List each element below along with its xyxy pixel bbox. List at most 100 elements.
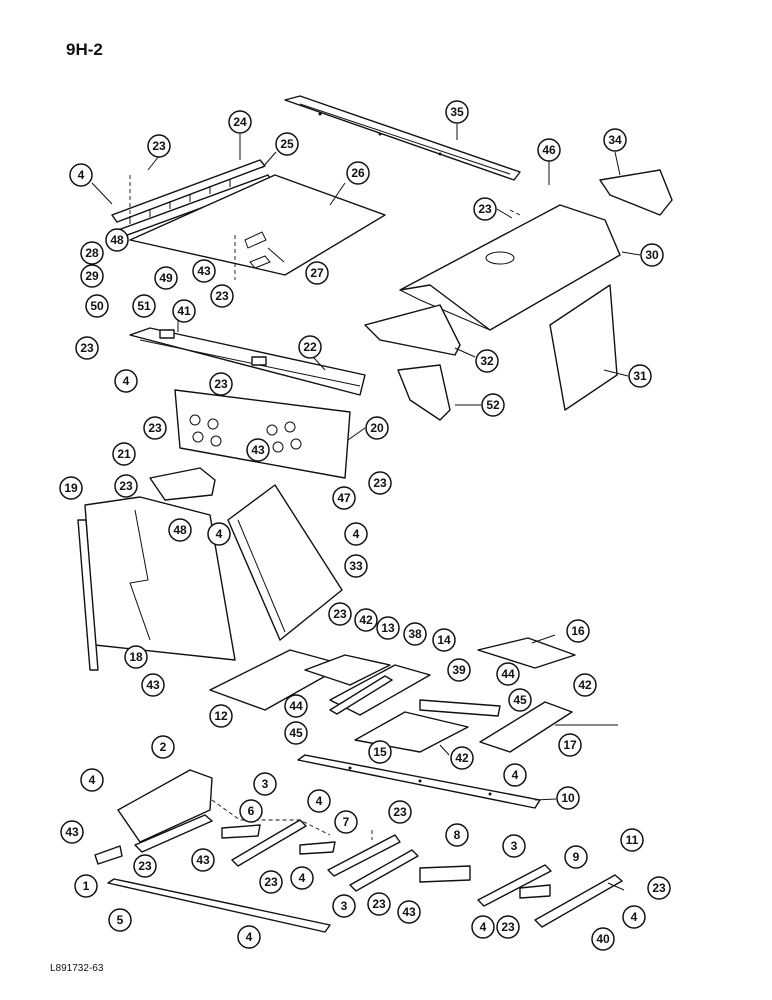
part-26-panel [129,174,386,276]
svg-text:23: 23 [214,377,228,391]
callout-43: 43 [192,259,216,283]
callout-10: 10 [556,786,580,810]
callout-39: 39 [447,658,471,682]
page-code: 9H-2 [66,40,103,59]
svg-text:12: 12 [214,709,228,723]
svg-text:47: 47 [337,491,351,505]
callout-4h: 4 [290,866,314,890]
part-11 [534,874,623,928]
svg-text:42: 42 [578,678,592,692]
part-3-left [134,814,213,853]
callout-18: 18 [124,645,148,669]
callout-29: 29 [80,264,104,288]
svg-text:45: 45 [513,693,527,707]
svg-text:44: 44 [501,667,515,681]
svg-text:3: 3 [262,777,269,791]
callout-23k: 23 [133,854,157,878]
callout-32: 32 [475,349,499,373]
callout-45b: 45 [284,721,308,745]
svg-text:23: 23 [652,881,666,895]
part-1-foot [94,845,123,865]
callout-13: 13 [376,616,400,640]
callout-48b: 48 [168,518,192,542]
svg-text:30: 30 [645,248,659,262]
callout-47: 47 [332,486,356,510]
part-2-bracket [117,769,213,843]
callout-23b: 23 [473,197,497,221]
callout-43c: 43 [141,673,165,697]
svg-text:1: 1 [83,879,90,893]
svg-text:35: 35 [450,105,464,119]
callout-42c: 42 [450,746,474,770]
callout-23h: 23 [368,471,392,495]
part-3-right [477,864,552,907]
svg-text:23: 23 [373,476,387,490]
callout-24: 24 [228,110,252,134]
svg-text:49: 49 [159,271,173,285]
svg-text:46: 46 [542,143,556,157]
callout-3c: 3 [502,834,526,858]
svg-text:23: 23 [501,920,515,934]
callout-31: 31 [628,364,652,388]
part-52 [397,364,451,421]
svg-text:3: 3 [341,899,348,913]
svg-text:18: 18 [129,650,143,664]
svg-text:4: 4 [246,930,253,944]
callout-4g: 4 [307,789,331,813]
svg-text:11: 11 [626,833,639,847]
callout-9: 9 [564,845,588,869]
svg-text:50: 50 [90,299,104,313]
callout-19: 19 [59,476,83,500]
part-6 [221,824,261,839]
part-5-long-rail [107,878,331,933]
svg-text:43: 43 [65,825,79,839]
svg-text:34: 34 [608,133,622,147]
svg-text:48: 48 [173,523,187,537]
callout-12: 12 [209,704,233,728]
part-21-bracket [149,467,216,501]
callout-15: 15 [368,740,392,764]
callout-4i: 4 [237,925,261,949]
svg-text:33: 33 [349,559,363,573]
part-19-panel [77,496,236,671]
callout-43e: 43 [191,848,215,872]
part-7 [299,841,336,855]
svg-text:23: 23 [138,859,152,873]
callout-4: 4 [69,163,93,187]
callout-23j: 23 [388,800,412,824]
svg-text:4: 4 [316,794,323,808]
svg-text:32: 32 [480,354,494,368]
svg-text:14: 14 [437,633,451,647]
part-17 [479,701,573,753]
callout-40: 40 [591,927,615,951]
callout-4d: 4 [344,522,368,546]
svg-text:9: 9 [573,850,580,864]
part-3-center [327,834,401,877]
callout-4c: 4 [207,522,231,546]
callout-43b: 43 [246,438,270,462]
callout-4e: 4 [80,768,104,792]
svg-text:29: 29 [85,269,99,283]
callout-30: 30 [640,243,664,267]
callout-42: 42 [354,608,378,632]
svg-text:23: 23 [148,421,162,435]
callout-4b: 4 [114,369,138,393]
part-3-mid [231,819,307,867]
svg-text:23: 23 [333,607,347,621]
svg-text:31: 31 [633,369,647,383]
svg-text:6: 6 [248,804,255,818]
lower-frame [94,814,623,933]
svg-text:4: 4 [480,920,487,934]
callout-42b: 42 [573,673,597,697]
callout-26: 26 [346,161,370,185]
svg-text:42: 42 [359,613,373,627]
svg-text:52: 52 [486,398,500,412]
part-9 [519,884,551,899]
callout-23f: 23 [143,416,167,440]
part-30-cover [399,204,621,331]
svg-text:4: 4 [216,527,223,541]
svg-text:48: 48 [110,233,124,247]
callout-23d: 23 [75,336,99,360]
part-16 [477,637,576,669]
part-13 [304,654,391,686]
